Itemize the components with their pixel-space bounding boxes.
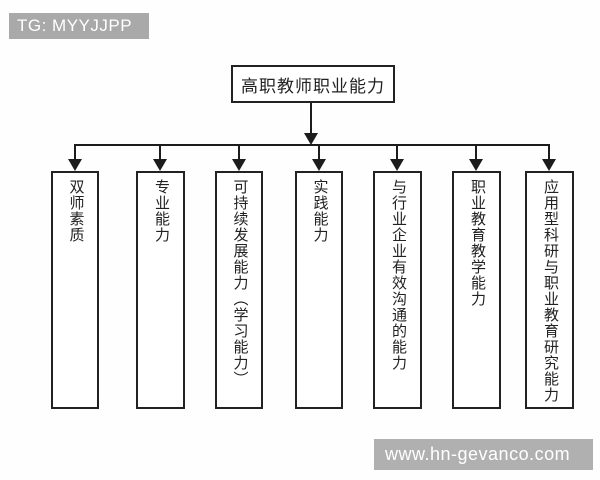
connector-branch-5 [396,144,398,162]
connector-stem [310,103,312,134]
connector-branch-4 [318,144,320,162]
child-node-1: 双师素质 [51,171,99,409]
connector-stem-arrow-icon [304,133,318,145]
connector-branch-3 [238,144,240,162]
connector-branch-6 [475,144,477,162]
connector-bus [74,144,550,146]
connector-branch-1 [74,144,76,162]
connector-branch-2 [159,144,161,162]
connector-arrow-4-icon [312,159,326,171]
watermark-telegram: TG: MYYJJPP [9,13,149,39]
connector-arrow-7-icon [542,159,556,171]
connector-arrow-1-icon [68,159,82,171]
connector-arrow-3-icon [232,159,246,171]
child-node-1-label: 双师素质 [67,179,84,243]
child-node-3: 可持续发展能力（学习能力） [215,171,263,409]
root-node-label: 高职教师职业能力 [241,76,385,96]
child-node-2: 专业能力 [136,171,185,409]
child-node-5: 与行业企业有效沟通的能力 [373,171,422,409]
child-node-3-label: 可持续发展能力（学习能力） [231,179,248,387]
connector-arrow-6-icon [469,159,483,171]
child-node-5-label: 与行业企业有效沟通的能力 [390,179,406,371]
child-node-4: 实践能力 [295,171,343,409]
connector-arrow-5-icon [390,159,404,171]
child-node-4-label: 实践能力 [311,179,328,243]
child-node-6: 职业教育教学能力 [452,171,501,409]
connector-arrow-2-icon [153,159,167,171]
watermark-website: www.hn-gevanco.com [374,439,593,470]
child-node-7-label: 应用型科研与职业教育研究能力 [542,179,558,403]
root-node: 高职教师职业能力 [231,65,395,103]
child-node-6-label: 职业教育教学能力 [469,179,485,307]
child-node-7: 应用型科研与职业教育研究能力 [525,171,574,409]
child-node-2-label: 专业能力 [153,179,169,243]
connector-branch-7 [548,144,550,162]
